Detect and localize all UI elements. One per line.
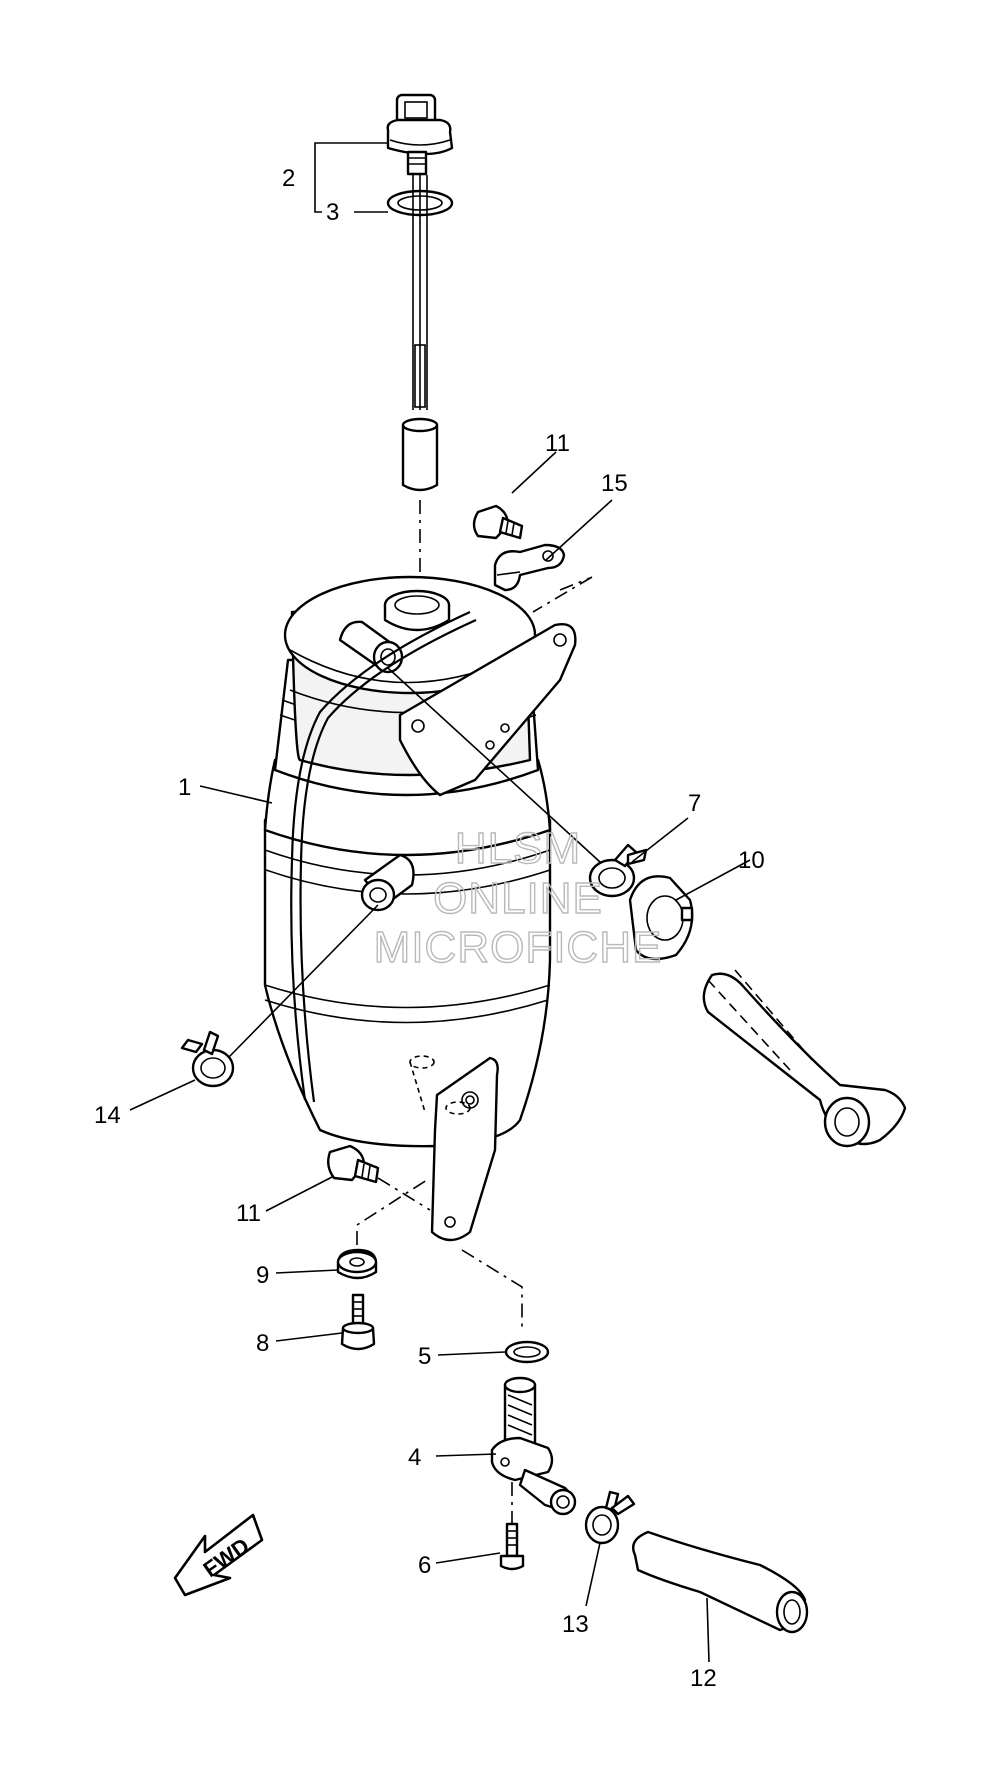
- callout-14: 14: [94, 1102, 121, 1129]
- flange-bolt: [340, 1293, 376, 1351]
- fwd-arrow-icon: FWD: [173, 1513, 264, 1597]
- screw: [499, 1522, 525, 1571]
- washer-axis-line: [356, 1177, 431, 1245]
- hose-upper: [702, 969, 907, 1148]
- callout-5: 5: [418, 1343, 431, 1370]
- hose-lower: [631, 1530, 809, 1634]
- callout-3: 3: [326, 199, 339, 226]
- sensor-probe: [386, 93, 454, 492]
- callout-1: 1: [178, 774, 191, 801]
- callout-8: 8: [256, 1330, 269, 1357]
- o-ring-axis-line: [461, 1249, 523, 1332]
- callout-12: 12: [690, 1665, 717, 1692]
- bolt-top: [472, 504, 524, 540]
- hose-clamp-upper-path: [387, 667, 601, 863]
- hose-clamp-left: [180, 1030, 235, 1088]
- callout-4: 4: [408, 1444, 421, 1471]
- callout-6: 6: [418, 1552, 431, 1579]
- callout-bracket-2-3: [314, 142, 388, 213]
- clamp-axis-line-2: [559, 577, 591, 591]
- watermark-line1: HLSM: [455, 824, 581, 873]
- bolt-bottom: [327, 1144, 380, 1184]
- drain-fitting: [490, 1376, 577, 1516]
- watermark: HLSM ONLINE MICROFICHE: [373, 823, 663, 972]
- callout-2: 2: [282, 165, 295, 192]
- watermark-line3: MICROFICHE: [374, 923, 663, 972]
- part-numbers: 1 2 3 11 15 7 10 14 11 9 8 5 4 6 13 12: [94, 165, 765, 1692]
- callout-9: 9: [256, 1262, 269, 1289]
- o-ring-lower: [504, 1340, 550, 1364]
- callout-11-top: 11: [545, 430, 570, 457]
- callout-11-bottom: 11: [236, 1200, 261, 1227]
- hose-clamp-left-path: [227, 904, 379, 1059]
- tank-body: [263, 575, 577, 1242]
- washer: [336, 1248, 378, 1280]
- cable-clamp: [493, 543, 566, 592]
- watermark-line2: ONLINE: [433, 874, 603, 923]
- clamp-axis-line: [532, 576, 593, 613]
- grommet: [628, 875, 694, 961]
- callout-10: 10: [738, 847, 765, 874]
- callout-7: 7: [688, 790, 701, 817]
- bolt-bottom-axis: [377, 1177, 431, 1211]
- hose-clamp-upper: [588, 843, 648, 898]
- hose-clamp-lower: [584, 1490, 636, 1545]
- callout-15: 15: [601, 470, 628, 497]
- callout-13: 13: [562, 1611, 589, 1638]
- leader-lines: [129, 451, 751, 1663]
